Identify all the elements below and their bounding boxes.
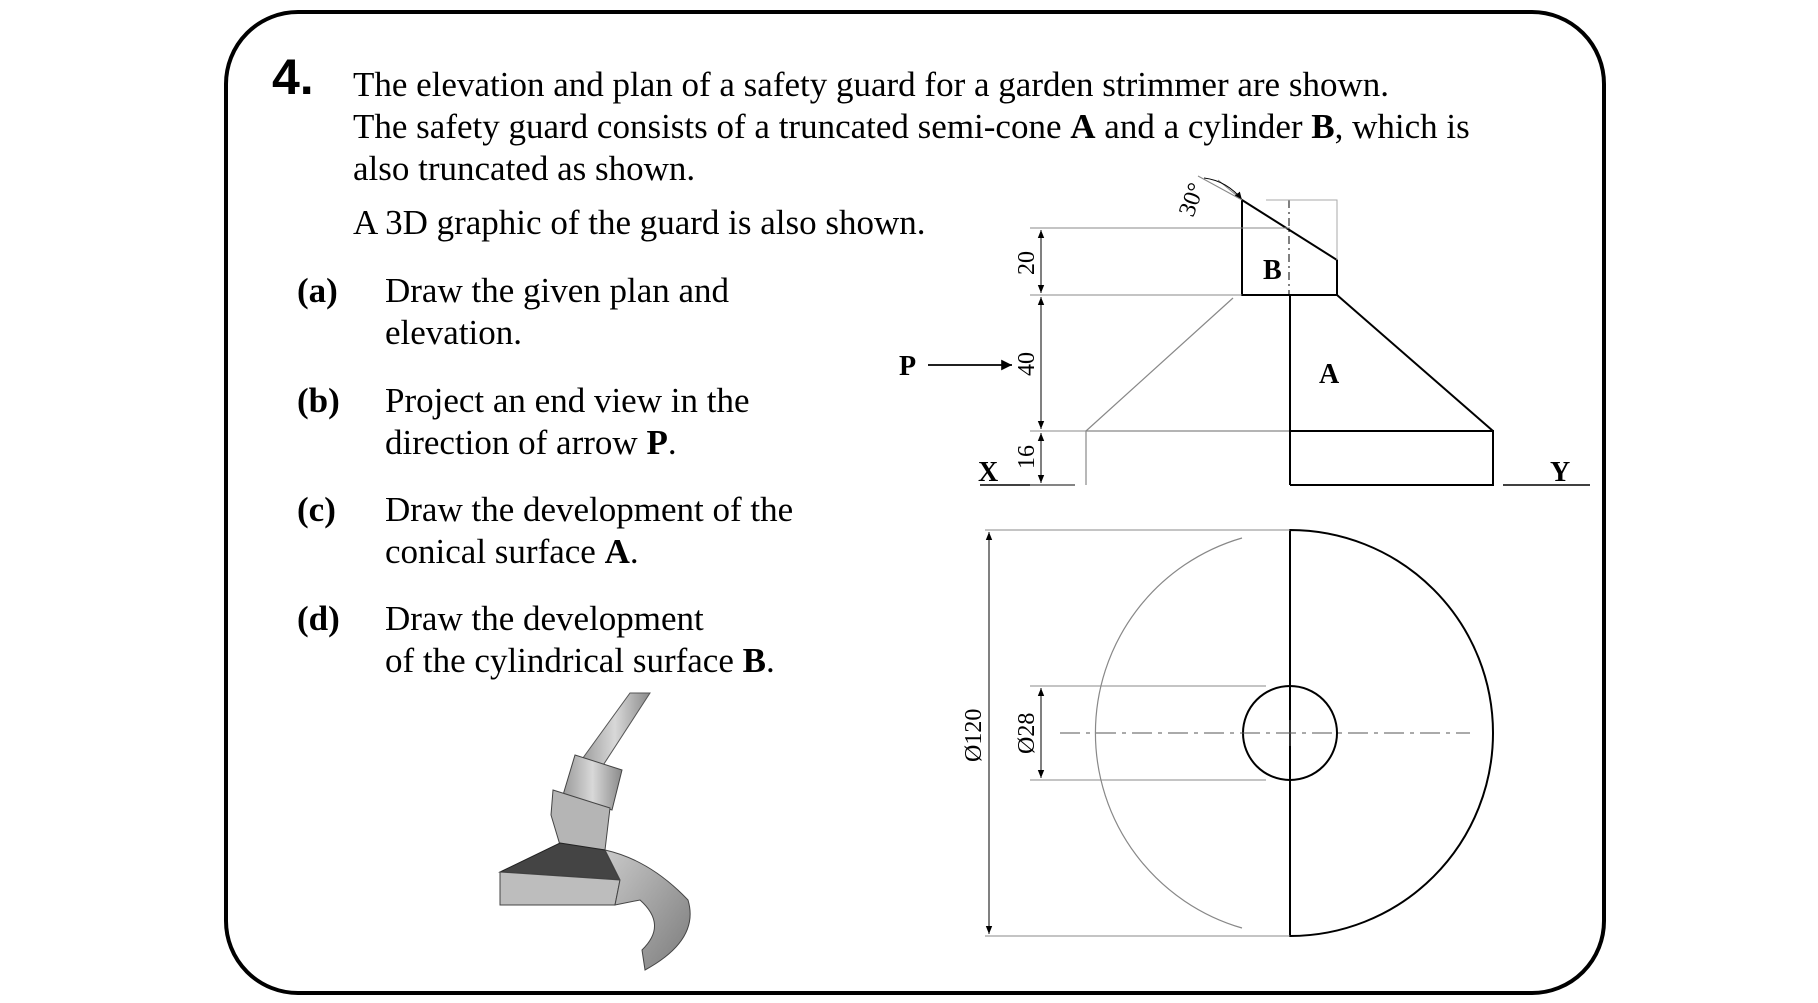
label-b: B xyxy=(1263,255,1282,286)
intro-line-3: also truncated as shown. xyxy=(353,149,696,188)
part-d-label: (d) xyxy=(297,599,340,638)
guard-3d-graphic xyxy=(498,692,691,971)
part-c-line-2: conical surface A. xyxy=(385,532,639,571)
label-a: A xyxy=(1319,359,1340,390)
arrow-p-label: P xyxy=(899,351,916,382)
part-b-line-1: Project an end view in the xyxy=(385,381,750,420)
part-d-line-1: Draw the development xyxy=(385,599,704,638)
part-a-label: (a) xyxy=(297,271,338,310)
intro-line-2: The safety guard consists of a truncated… xyxy=(353,107,1470,146)
cylinder-b-outline xyxy=(1241,198,1338,296)
part-c-label: (c) xyxy=(297,490,336,529)
dim-20: 20 xyxy=(1014,251,1040,275)
part-c-line-1: Draw the development of the xyxy=(385,490,794,529)
dim-diameter-28: Ø28 xyxy=(1014,713,1040,754)
dim-diameter-120: Ø120 xyxy=(961,709,987,762)
question-frame xyxy=(224,10,1606,995)
x-label: X xyxy=(978,457,998,488)
intro-line-4: A 3D graphic of the guard is also shown. xyxy=(353,203,926,242)
dim-16: 16 xyxy=(1014,445,1040,469)
part-d-line-2: of the cylindrical surface B. xyxy=(385,641,775,680)
dim-40: 40 xyxy=(1014,352,1040,376)
part-b-line-2: direction of arrow P. xyxy=(385,423,677,462)
y-label: Y xyxy=(1550,457,1570,488)
part-b-label: (b) xyxy=(297,381,340,420)
part-a-line-2: elevation. xyxy=(385,313,523,352)
question-number: 4. xyxy=(272,49,314,105)
plan-view xyxy=(985,528,1494,938)
intro-line-1: The elevation and plan of a safety guard… xyxy=(353,65,1389,104)
angle-30: 30° xyxy=(1174,180,1210,220)
part-a-line-1: Draw the given plan and xyxy=(385,271,730,310)
elevation-view xyxy=(980,175,1590,486)
